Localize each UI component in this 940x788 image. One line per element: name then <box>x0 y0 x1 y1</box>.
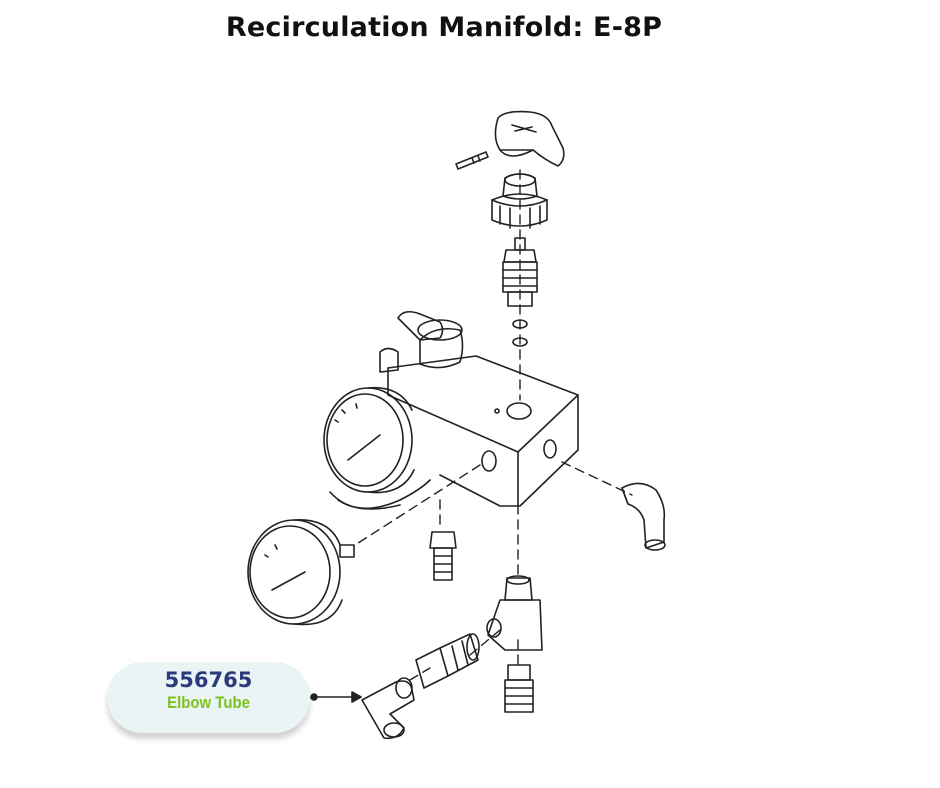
diagram-title: Recirculation Manifold: E-8P <box>225 12 663 43</box>
valve-stem <box>502 237 538 347</box>
side-valve-handle <box>397 310 464 369</box>
part-name: Elbow Tube <box>167 693 250 712</box>
assembly-centerlines <box>354 169 633 681</box>
callout-arrow <box>310 691 362 703</box>
elbow-fitting-right <box>621 482 666 551</box>
nipple-fitting-lower <box>504 664 534 713</box>
part-number: 556765 <box>164 668 253 692</box>
valve-handle-top <box>455 110 565 170</box>
tee-fitting <box>486 575 543 651</box>
nipple-fitting-left <box>429 531 457 581</box>
elbow-tube-part <box>361 677 415 740</box>
valve-cap <box>491 173 548 229</box>
part-callout: 556765 Elbow Tube <box>107 662 310 733</box>
pressure-gauge-lower <box>247 519 355 626</box>
manifold-block <box>379 347 579 507</box>
pressure-gauge-upper <box>323 386 431 510</box>
adapter-fitting <box>415 633 480 689</box>
